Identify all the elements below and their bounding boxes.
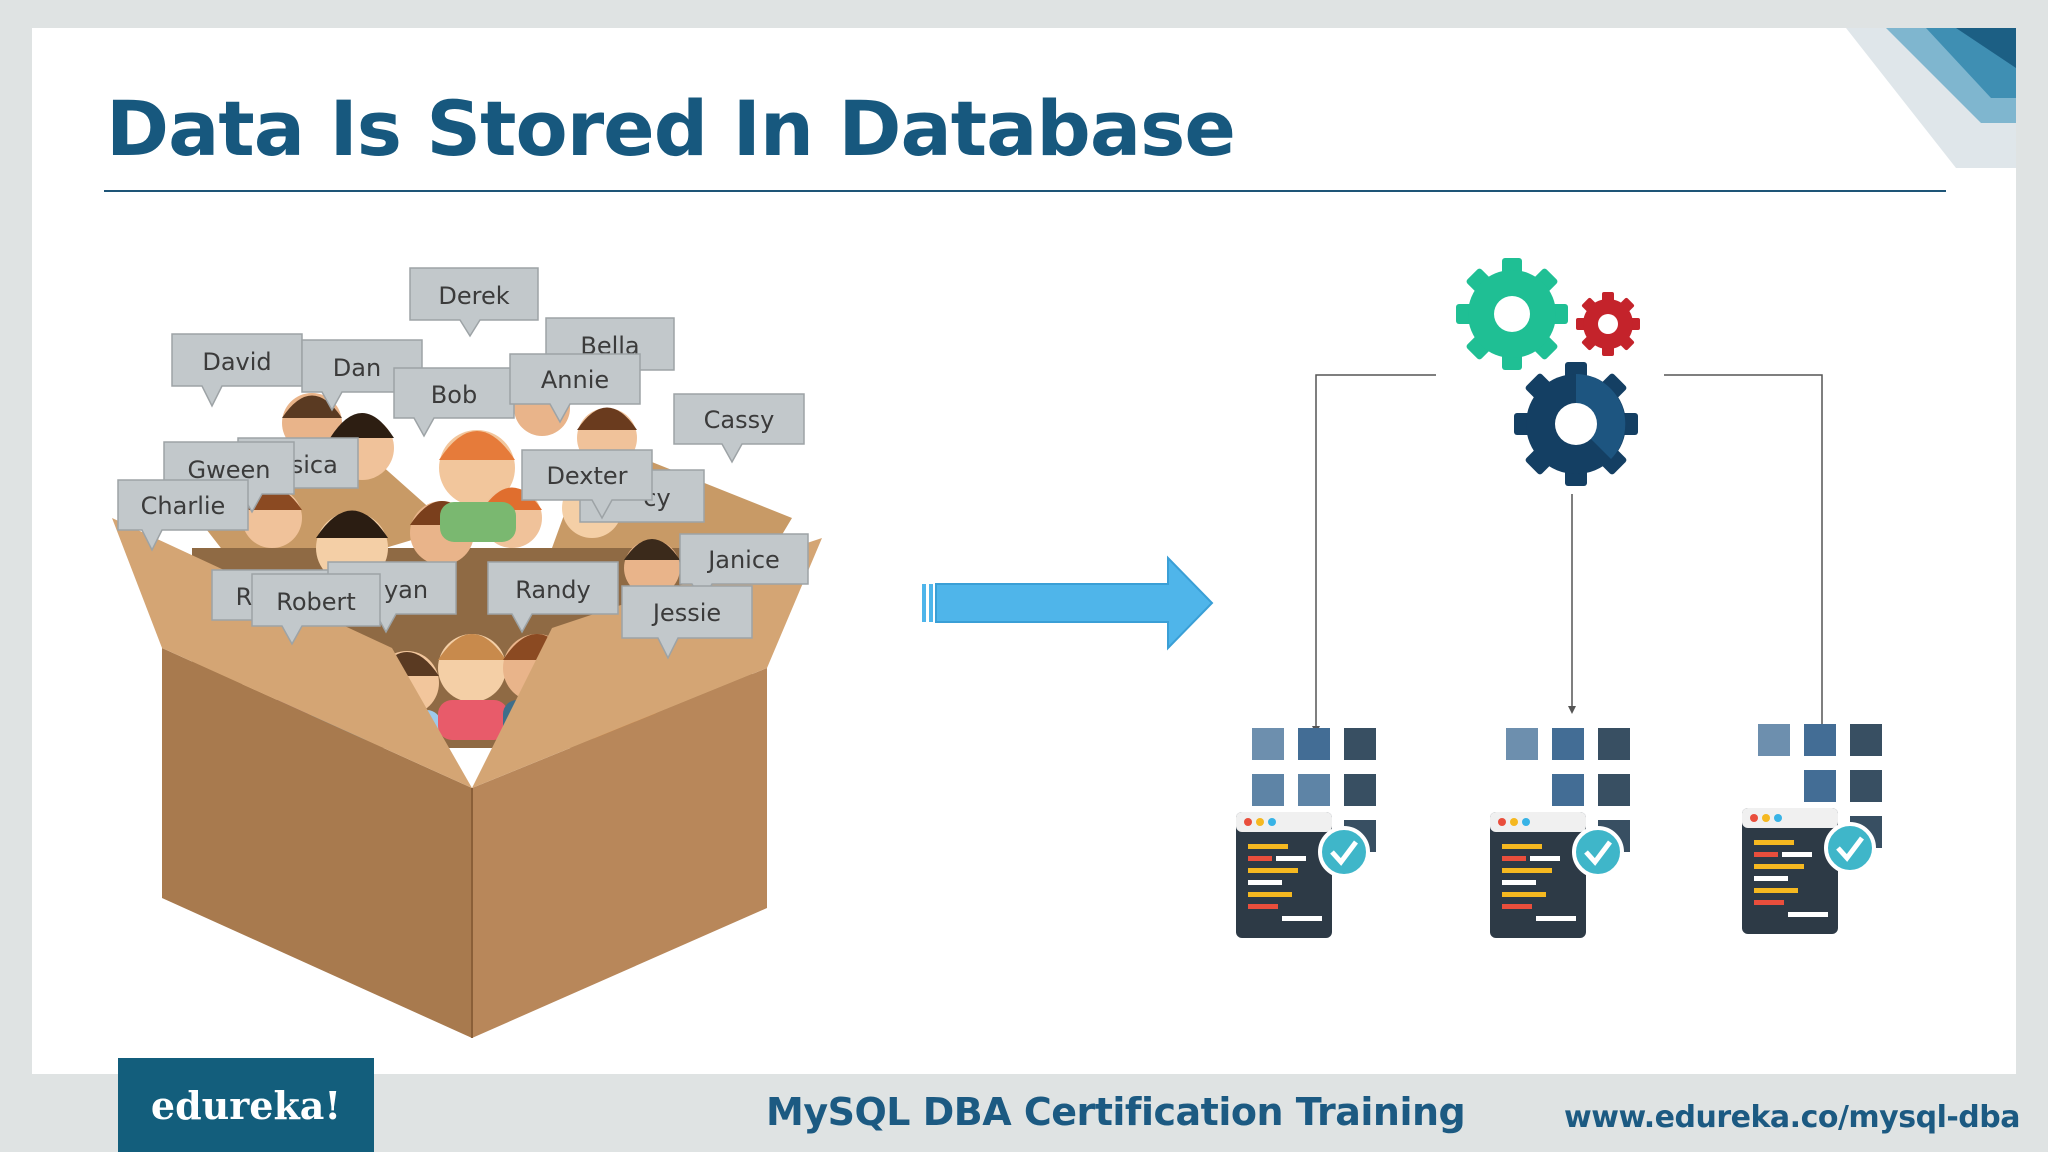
name-tag-dexter: Dexter (521, 449, 653, 520)
svg-text:Annie: Annie (541, 366, 609, 394)
database-server-icon-3 (1742, 724, 1882, 934)
database-server-icon-2 (1490, 728, 1630, 938)
database-server-icon-1 (1236, 728, 1376, 938)
svg-text:Jessie: Jessie (651, 599, 721, 627)
svg-text:Derek: Derek (438, 282, 509, 310)
connector-lines (1315, 374, 1823, 728)
page-title: Data Is Stored In Database (106, 84, 1236, 173)
svg-text:Bob: Bob (431, 381, 477, 409)
svg-text:Charlie: Charlie (141, 492, 226, 520)
slide: Data Is Stored In Database (32, 28, 2016, 1074)
name-tag-annie: Annie (509, 353, 641, 424)
database-icons (1236, 724, 1882, 938)
name-tag-dan: Dan (301, 339, 423, 412)
svg-text:Dan: Dan (333, 354, 381, 382)
course-title: MySQL DBA Certification Training (766, 1090, 1466, 1134)
name-tag-derek: Derek (409, 267, 539, 338)
name-tag-robert: Robert (251, 573, 381, 646)
svg-text:David: David (202, 348, 271, 376)
name-tag-david: David (171, 333, 303, 408)
svg-text:Randy: Randy (515, 576, 591, 604)
right-arrow-icon (922, 555, 1214, 651)
name-tag-jessie: Jessie (621, 585, 753, 660)
svg-text:R: R (236, 583, 253, 611)
edureka-logo: edureka! (118, 1058, 374, 1152)
name-tag-bob: Bob (393, 367, 515, 438)
name-tags: Derek Bella David Dan Bob (117, 267, 809, 660)
name-tag-janice: Janice (679, 533, 809, 604)
illustration: Derek Bella David Dan Bob (112, 258, 1882, 1038)
title-divider (104, 190, 1946, 192)
svg-text:Robert: Robert (276, 588, 356, 616)
name-tag-randy: Randy (487, 561, 619, 634)
corner-decoration (1846, 28, 2016, 168)
logo-text: edureka! (150, 1082, 342, 1128)
svg-text:yan: yan (384, 576, 428, 604)
name-tag-charlie: Charlie (117, 479, 249, 552)
name-tag-cassy: Cassy (673, 393, 805, 464)
svg-text:Cassy: Cassy (704, 406, 775, 434)
svg-text:Janice: Janice (706, 546, 780, 574)
course-url: www.edureka.co/mysql-dba (1564, 1100, 2020, 1135)
svg-text:Dexter: Dexter (546, 462, 627, 490)
gears-icon (1456, 258, 1640, 486)
